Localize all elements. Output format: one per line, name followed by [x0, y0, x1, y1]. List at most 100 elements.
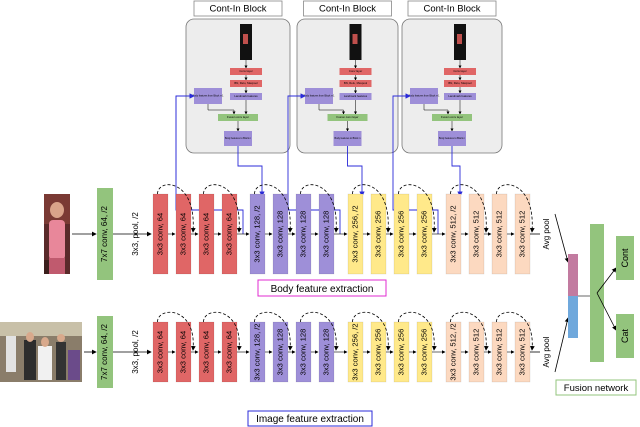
- body_stream-conv-label: 3x3 conv, 64: [156, 213, 165, 256]
- cont-in-thumbnail-figure: [457, 34, 462, 44]
- body_stream-conv-label: 3x3 conv, 128: [299, 211, 308, 258]
- image_stream-skip-connection: [450, 311, 489, 351]
- body_stream-stem-label: 7x7 conv, 64, /2: [100, 206, 109, 262]
- cont-output-label: Cont: [620, 248, 630, 268]
- cont-in-body-to-label: Body features to Block n: [225, 137, 252, 140]
- cont-in-bn-label: BN, Relu, Maxpool: [448, 81, 472, 85]
- body_stream-conv-label: 3x3 conv, 512: [495, 211, 504, 258]
- image_stream-stem-conv: [97, 316, 113, 388]
- body_stream-conv-label: 3x3 conv, 64: [225, 213, 234, 256]
- fusion-network-caption: Fusion network: [564, 383, 629, 394]
- cont-in-bn-layer: [444, 80, 476, 87]
- image_stream-conv-label: 3x3 conv, 512: [518, 329, 527, 376]
- cont-in-bn-layer: [339, 80, 372, 87]
- image-stream-caption: Image feature extraction: [256, 414, 364, 425]
- cont-in-block-title: Cont-In Block: [423, 4, 480, 15]
- cont-in-output-connector: [347, 146, 365, 197]
- fusion-network-caption-box: [555, 379, 637, 396]
- body_stream-conv-label: 3x3 conv, 128: [276, 211, 285, 258]
- cont-in-landmark-layer: [230, 93, 262, 100]
- cont-in-body-to: [438, 131, 466, 146]
- image-stream-caption-box: [247, 410, 373, 427]
- cont-in-body-to-label: Body features to Block n: [439, 137, 466, 140]
- body_stream-conv-label: 3x3 conv, 256: [420, 211, 429, 258]
- cont-in-input-connector: [392, 93, 439, 234]
- cont-in-block-title-box: [193, 0, 283, 17]
- cont-in-body-from-label: Body features from Block n-1: [409, 95, 440, 98]
- body_stream-conv-label: 3x3 conv, 512, /2: [449, 205, 458, 262]
- image_stream-conv-label: 3x3 conv, 512: [472, 329, 481, 376]
- body_stream-skip-connection: [398, 184, 437, 233]
- image_stream-conv-label: 3x3 conv, 512, /2: [449, 323, 458, 380]
- cont-in-conv-layer: [230, 68, 262, 75]
- image_stream-conv-label: 3x3 conv, 256: [420, 329, 429, 376]
- cont-in-body-to-label: Body features to Block n: [335, 137, 362, 140]
- body_stream-conv-label: 3x3 conv, 256: [374, 211, 383, 258]
- cont-in-bn-label: BN, Relu, Maxpool: [344, 81, 368, 85]
- cont-in-block-title-box: [303, 0, 392, 17]
- body_stream-conv-label: 3x3 conv, 256, /2: [351, 205, 360, 262]
- body_stream-conv-label: 3x3 conv, 256: [397, 211, 406, 258]
- cont-in-thumbnail-figure: [352, 34, 358, 44]
- cont-in-body-from: [194, 88, 222, 104]
- body_stream-conv-label: 3x3 conv, 128, /2: [253, 205, 262, 262]
- cont-in-block-title: Cont-In Block: [209, 4, 266, 15]
- cont-in-output-connector: [237, 146, 265, 197]
- image_stream-skip-connection: [398, 311, 437, 351]
- cont-in-fusion-label: Fusion conv layer: [337, 115, 359, 119]
- fusion-network: Cont Cat Fusion network: [554, 213, 637, 396]
- cont-in-body-to: [333, 131, 362, 146]
- body_stream-skip-connection: [254, 184, 293, 233]
- body_stream-skip-connection: [450, 184, 489, 233]
- image_stream-conv-label: 3x3 conv, 256: [374, 329, 383, 376]
- cont-in-arrow: [423, 104, 450, 115]
- image_stream-conv-label: 3x3 conv, 128: [322, 329, 331, 376]
- image_stream-skip-connection: [352, 311, 391, 351]
- image_stream-stem-label: 7x7 conv, 64, /2: [100, 324, 109, 380]
- body_stream-skip-connection: [157, 184, 196, 233]
- body_stream-skip-connection: [352, 184, 391, 233]
- cont-in-bn-layer: [230, 80, 262, 87]
- fusion-image-feature-bar: [568, 296, 578, 338]
- cont-in-conv-layer: [339, 68, 372, 75]
- body_stream-skip-connection: [300, 184, 339, 233]
- body_stream-conv-label: 3x3 conv, 64: [179, 213, 188, 256]
- cont-in-body-from: [410, 88, 438, 104]
- image_stream-conv-label: 3x3 conv, 128, /2: [253, 323, 262, 380]
- image_stream-conv-label: 3x3 conv, 64: [179, 331, 188, 374]
- cont-in-block-title: Cont-In Block: [319, 4, 376, 15]
- cont-in-thumbnail-figure: [243, 34, 248, 44]
- image_stream-skip-connection: [254, 311, 293, 351]
- image_stream-skip-connection: [157, 311, 196, 351]
- cont-output-box: [616, 236, 634, 280]
- cont-in-arrow: [318, 104, 345, 115]
- body_stream-conv-label: 3x3 conv, 512: [518, 211, 527, 258]
- body-input-photo: [44, 194, 70, 274]
- body_stream-conv-label: 3x3 conv, 512: [472, 211, 481, 258]
- cont-in-bn-label: BN, Relu, Maxpool: [234, 81, 258, 85]
- body_stream-stem-conv: [97, 188, 113, 280]
- cont-in-fusion-label: Fusion conv layer: [227, 115, 249, 119]
- body-stream-caption: Body feature extraction: [271, 284, 374, 295]
- cont-in-landmark-label: Landmark features: [448, 94, 472, 98]
- cat-output-box: [616, 314, 634, 358]
- image_stream-conv-label: 3x3 conv, 64: [156, 331, 165, 374]
- cont-in-landmark-label: Landmark features: [234, 94, 258, 98]
- cont-in-landmark-label: Landmark features: [344, 94, 368, 98]
- image_stream-skip-connection: [496, 311, 535, 351]
- image_stream-avg-pool-label: Avg pool: [542, 336, 551, 367]
- body-stream-caption-box: [257, 279, 387, 297]
- image-input-photo: [0, 322, 82, 382]
- cont-in-body-from: [305, 88, 333, 104]
- cont-in-fusion-label: Fusion conv layer: [441, 115, 463, 119]
- fusion-body-feature-bar: [568, 254, 578, 296]
- cont-in-conv-label: Conv layer: [453, 69, 466, 73]
- cont-in-fusion-layer: [218, 114, 258, 121]
- cont-in-conv-label: Conv layer: [349, 69, 362, 73]
- cont-in-body-from-label: Body features from Block n-1: [304, 95, 335, 98]
- body_stream-conv-label: 3x3 conv, 128: [322, 211, 331, 258]
- image_stream-conv-label: 3x3 conv, 256: [397, 329, 406, 376]
